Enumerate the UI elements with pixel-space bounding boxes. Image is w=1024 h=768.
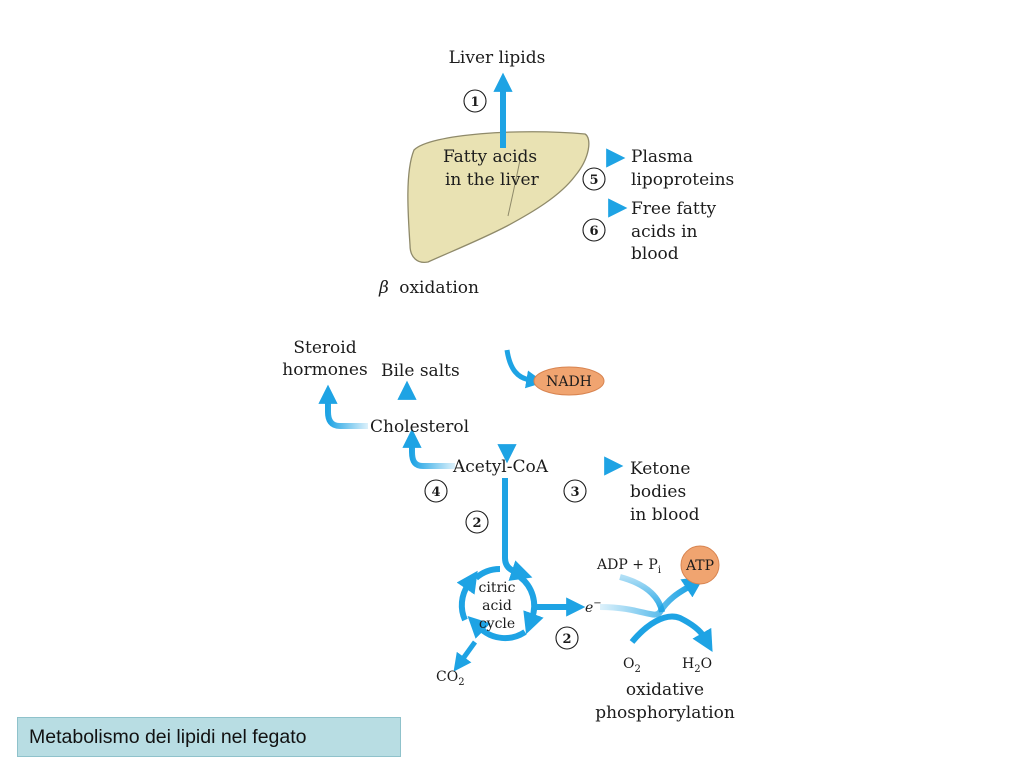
- o2-main: O: [623, 656, 634, 672]
- co2-main: CO: [436, 669, 458, 685]
- label-ketone-line2: bodies: [630, 482, 686, 502]
- label-bile-salts: Bile salts: [381, 361, 460, 381]
- liver-lobe-line: [507, 159, 521, 217]
- step-badge-3: 3: [563, 479, 587, 503]
- beta-symbol: β: [378, 278, 389, 298]
- label-plasma-line2: lipoproteins: [631, 170, 734, 190]
- label-fatty-acids-line1: Fatty acids: [443, 147, 537, 167]
- step-number-4: 4: [431, 485, 440, 500]
- label-cholesterol: Cholesterol: [370, 417, 469, 437]
- h2o-o: O: [701, 656, 712, 672]
- label-adp-pi: ADP + Pi: [596, 557, 661, 576]
- label-electron: e−: [585, 598, 602, 616]
- beta-oxidation-text: oxidation: [399, 278, 479, 298]
- label-plasma-line1: Plasma: [631, 147, 693, 167]
- label-nadh: NADH: [546, 374, 592, 390]
- label-steroid-line2: hormones: [282, 360, 367, 380]
- label-liver-lipids: Liver lipids: [449, 48, 546, 68]
- electron-sup: −: [593, 598, 601, 609]
- label-oxphos-line2: phosphorylation: [595, 703, 735, 723]
- label-ketone-line3: in blood: [630, 505, 700, 525]
- label-cycle-line3: cycle: [479, 616, 515, 632]
- label-ffa-line1: Free fatty: [631, 199, 717, 219]
- label-atp: ATP: [685, 558, 714, 574]
- label-oxphos-line1: oxidative: [626, 680, 704, 700]
- label-o2: O2: [623, 656, 641, 675]
- label-beta-oxidation: β oxidation: [378, 278, 479, 298]
- liver-shape: [407, 131, 590, 264]
- step-badge-5: 5: [582, 167, 606, 191]
- arrow-to-citric-cycle: [502, 478, 533, 581]
- electron-e: e: [585, 600, 593, 616]
- arrow-steroid-hormones: [318, 384, 368, 429]
- step-number-5: 5: [589, 173, 598, 188]
- label-ffa-line2: acids in: [631, 222, 698, 242]
- label-h2o: H2O: [682, 656, 712, 675]
- step-number-2-lower: 2: [562, 632, 571, 647]
- atp-badge: [680, 545, 720, 585]
- step-number-2-upper: 2: [472, 516, 481, 531]
- h2o-h: H: [682, 656, 694, 672]
- arrow-co2: [453, 640, 478, 672]
- o2-sub: 2: [634, 664, 640, 675]
- label-steroid-line1: Steroid: [293, 338, 356, 358]
- label-ffa-line3: blood: [631, 244, 679, 264]
- label-co2: CO2: [436, 669, 465, 688]
- label-ketone-line1: Ketone: [630, 459, 690, 479]
- arrow-o2-to-h2o: [629, 613, 713, 652]
- adp-sub: i: [658, 565, 661, 576]
- step-number-6: 6: [589, 224, 598, 239]
- h2o-sub: 2: [694, 664, 700, 675]
- label-fatty-acids-line2: in the liver: [445, 170, 540, 190]
- citric-acid-cycle-ring: [456, 565, 544, 642]
- step-badge-4: 4: [424, 479, 448, 503]
- arrow-adp-curve: [619, 574, 665, 613]
- label-cycle-line2: acid: [482, 598, 512, 614]
- label-acetyl-coa: Acetyl-CoA: [452, 457, 549, 477]
- nadh-badge: [533, 366, 605, 396]
- label-cycle-line1: citric: [479, 580, 516, 596]
- step-badge-6: 6: [582, 218, 606, 242]
- arrow-nadh: [504, 349, 545, 389]
- step-number-3: 3: [570, 485, 579, 500]
- slide-caption: Metabolismo dei lipidi nel fegato: [17, 717, 401, 757]
- step-number-1: 1: [470, 95, 479, 110]
- co2-sub: 2: [458, 677, 464, 688]
- arrow-cholesterol: [402, 428, 455, 469]
- step-badge-2-lower: 2: [555, 626, 579, 650]
- step-badge-1: 1: [463, 89, 487, 113]
- step-badge-2-upper: 2: [465, 510, 489, 534]
- adp-text: ADP + P: [596, 557, 658, 573]
